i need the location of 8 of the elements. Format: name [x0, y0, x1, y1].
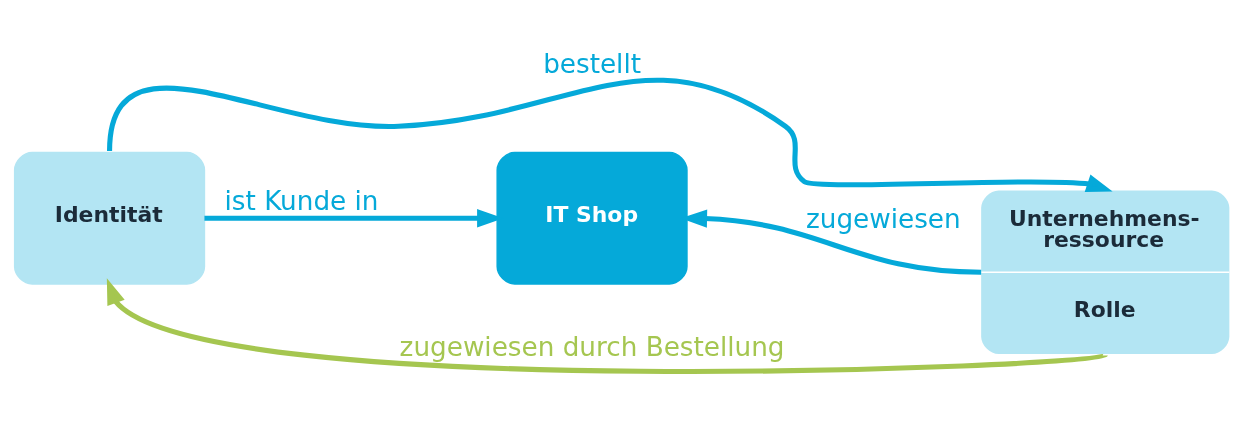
edge-label: ist Kunde in	[224, 185, 379, 216]
node-box: Identität	[13, 151, 206, 285]
edge-label: bestellt	[543, 48, 642, 79]
arrow	[107, 77, 1113, 192]
edge-label: zugewiesen durch Bestellung	[399, 331, 785, 362]
node-box: IT Shop	[496, 151, 688, 285]
arrow	[106, 277, 1106, 374]
edge-label: zugewiesen	[805, 203, 961, 234]
